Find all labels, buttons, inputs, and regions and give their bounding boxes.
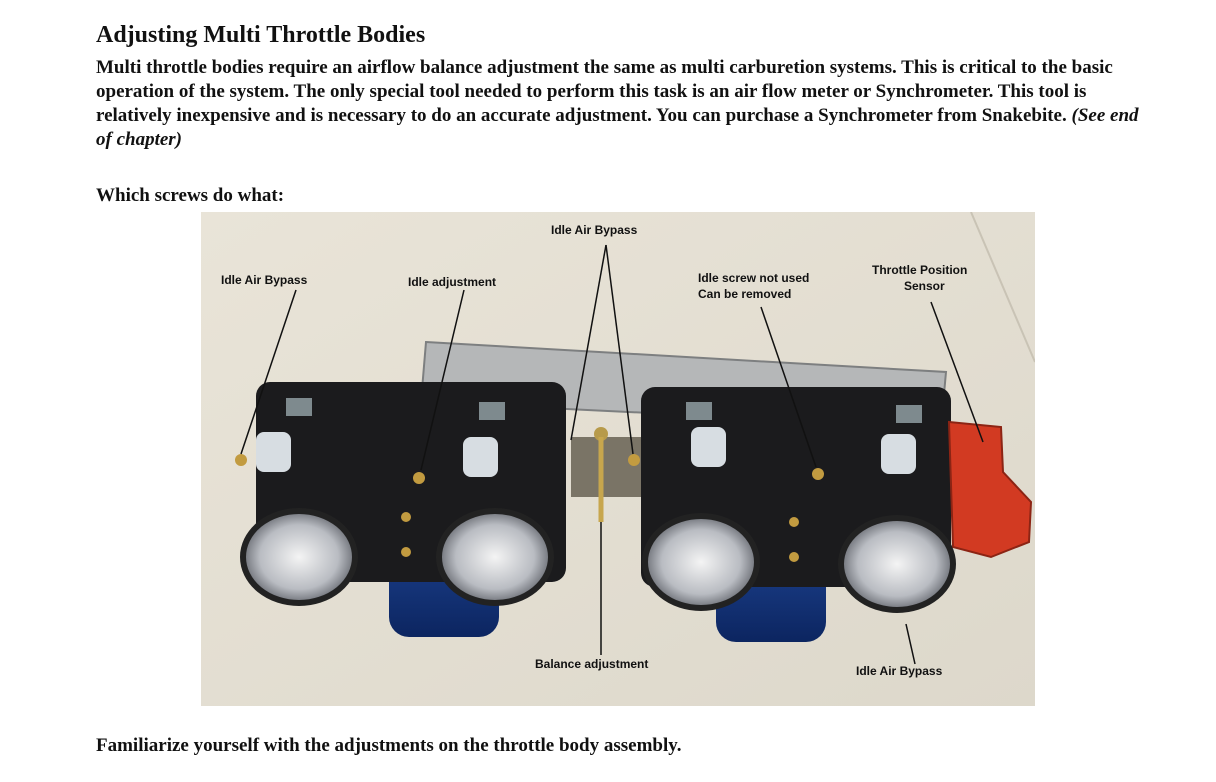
callout-idle-air-bypass-bottom: Idle Air Bypass xyxy=(856,664,943,678)
intro-text: Multi throttle bodies require an airflow… xyxy=(96,57,1113,126)
injector-connector-3 xyxy=(686,402,712,420)
throttle-body-illustration: Idle Air Bypass Idle adjustment Idle Air… xyxy=(201,212,1035,706)
injector-connector-4 xyxy=(896,405,922,423)
callout-idle-screw-line1: Idle screw not used xyxy=(698,271,809,285)
callout-tps-line2: Sensor xyxy=(904,279,945,293)
idle-adjustment-screw xyxy=(413,472,425,484)
intake-bell-4 xyxy=(838,515,956,613)
balance-screw xyxy=(594,427,608,441)
injector-connector-2 xyxy=(479,402,505,420)
injector-cap-4 xyxy=(881,434,916,474)
brass-port-1 xyxy=(401,512,411,522)
intake-bell-2 xyxy=(436,508,554,606)
chapter-note: (See end of chapter) xyxy=(96,105,1139,150)
throttle-body-photo: Idle Air Bypass Idle adjustment Idle Air… xyxy=(201,212,1035,706)
center-linkage xyxy=(571,437,641,497)
callout-idle-adjustment: Idle adjustment xyxy=(408,275,496,289)
callout-balance-adjustment: Balance adjustment xyxy=(535,657,648,671)
leader-lines xyxy=(240,244,984,665)
idle-screw-unused xyxy=(812,468,824,480)
section-subheading: Which screws do what: xyxy=(96,185,285,206)
brass-port-3 xyxy=(789,517,799,527)
injector-cap-3 xyxy=(691,427,726,467)
callout-idle-air-bypass-top: Idle Air Bypass xyxy=(551,223,638,237)
callout-idle-screw-line2: Can be removed xyxy=(698,287,791,301)
brass-port-2 xyxy=(401,547,411,557)
callout-tps-line1: Throttle Position xyxy=(872,263,967,277)
injector-cap-1 xyxy=(256,432,291,472)
intake-bell-1 xyxy=(240,508,358,606)
footer-text: Familiarize yourself with the adjustment… xyxy=(96,735,682,756)
idle-air-bypass-screw-center xyxy=(628,454,640,466)
page-heading: Adjusting Multi Throttle Bodies xyxy=(96,22,426,48)
intake-bell-3 xyxy=(642,513,760,611)
brass-port-4 xyxy=(789,552,799,562)
intro-paragraph: Multi throttle bodies require an airflow… xyxy=(96,56,1156,152)
floor-seam xyxy=(970,212,1035,363)
idle-air-bypass-screw-left xyxy=(235,454,247,466)
callout-idle-air-bypass-left: Idle Air Bypass xyxy=(221,273,308,287)
injector-connector-1 xyxy=(286,398,312,416)
injector-cap-2 xyxy=(463,437,498,477)
throttle-position-sensor xyxy=(947,420,1033,559)
